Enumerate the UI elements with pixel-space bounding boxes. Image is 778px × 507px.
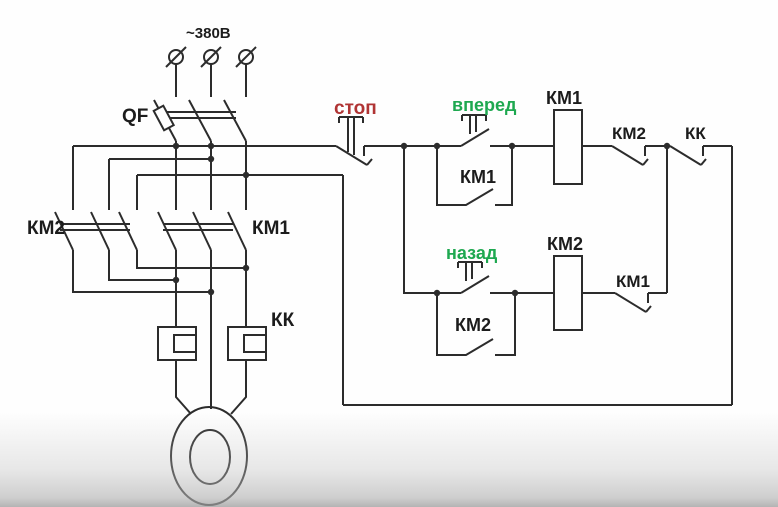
km1-coil-symbol bbox=[553, 109, 583, 185]
stop-button-label: стоп bbox=[334, 98, 377, 119]
thermal-relay-label: КК bbox=[271, 310, 295, 331]
km2-coil-label: КМ2 bbox=[547, 234, 583, 254]
km2-main-contacts-symbol bbox=[54, 211, 246, 293]
km1-interlock-label: КМ1 bbox=[616, 272, 650, 291]
forward-button-symbol bbox=[460, 114, 554, 147]
reverse-button-label: назад bbox=[446, 243, 498, 263]
stop-button-symbol bbox=[335, 116, 373, 166]
km1-coil-label: КМ1 bbox=[546, 88, 582, 108]
kk-contact-label: КК bbox=[685, 124, 706, 143]
labels: ~380В QF КМ2 КМ1 КК стоп вперед назад КМ… bbox=[27, 25, 706, 335]
breaker-label: QF bbox=[122, 106, 148, 127]
km1-bank-label: КМ1 bbox=[252, 218, 290, 239]
km2-aux-label: КМ2 bbox=[455, 315, 491, 335]
power-circuit bbox=[54, 46, 343, 506]
reverse-row-feed-wire bbox=[403, 146, 437, 294]
phase-bus-wires bbox=[72, 141, 343, 210]
motor-symbol bbox=[170, 360, 248, 506]
control-return-wire bbox=[342, 146, 733, 406]
supply-voltage-label: ~380В bbox=[186, 25, 231, 42]
kk-trip-contact-symbol bbox=[669, 145, 732, 166]
reverse-button-symbol bbox=[437, 261, 554, 294]
km2-coil-symbol bbox=[553, 255, 583, 331]
km1-main-contacts-symbol bbox=[157, 211, 247, 409]
junction-dots bbox=[172, 142, 671, 297]
km2-bank-label: КМ2 bbox=[27, 218, 65, 239]
km2-interlock-label: КМ2 bbox=[612, 124, 646, 143]
forward-button-label: вперед bbox=[452, 95, 517, 115]
km2-interlock-contact-symbol bbox=[611, 145, 670, 166]
km1-aux-label: КМ1 bbox=[460, 167, 496, 187]
km1-aux-contact-symbol bbox=[436, 146, 513, 206]
km1-interlock-contact-symbol bbox=[582, 146, 668, 313]
breaker-qf-symbol bbox=[152, 64, 247, 142]
km2-aux-contact-symbol bbox=[436, 293, 516, 356]
control-circuit bbox=[335, 109, 733, 406]
